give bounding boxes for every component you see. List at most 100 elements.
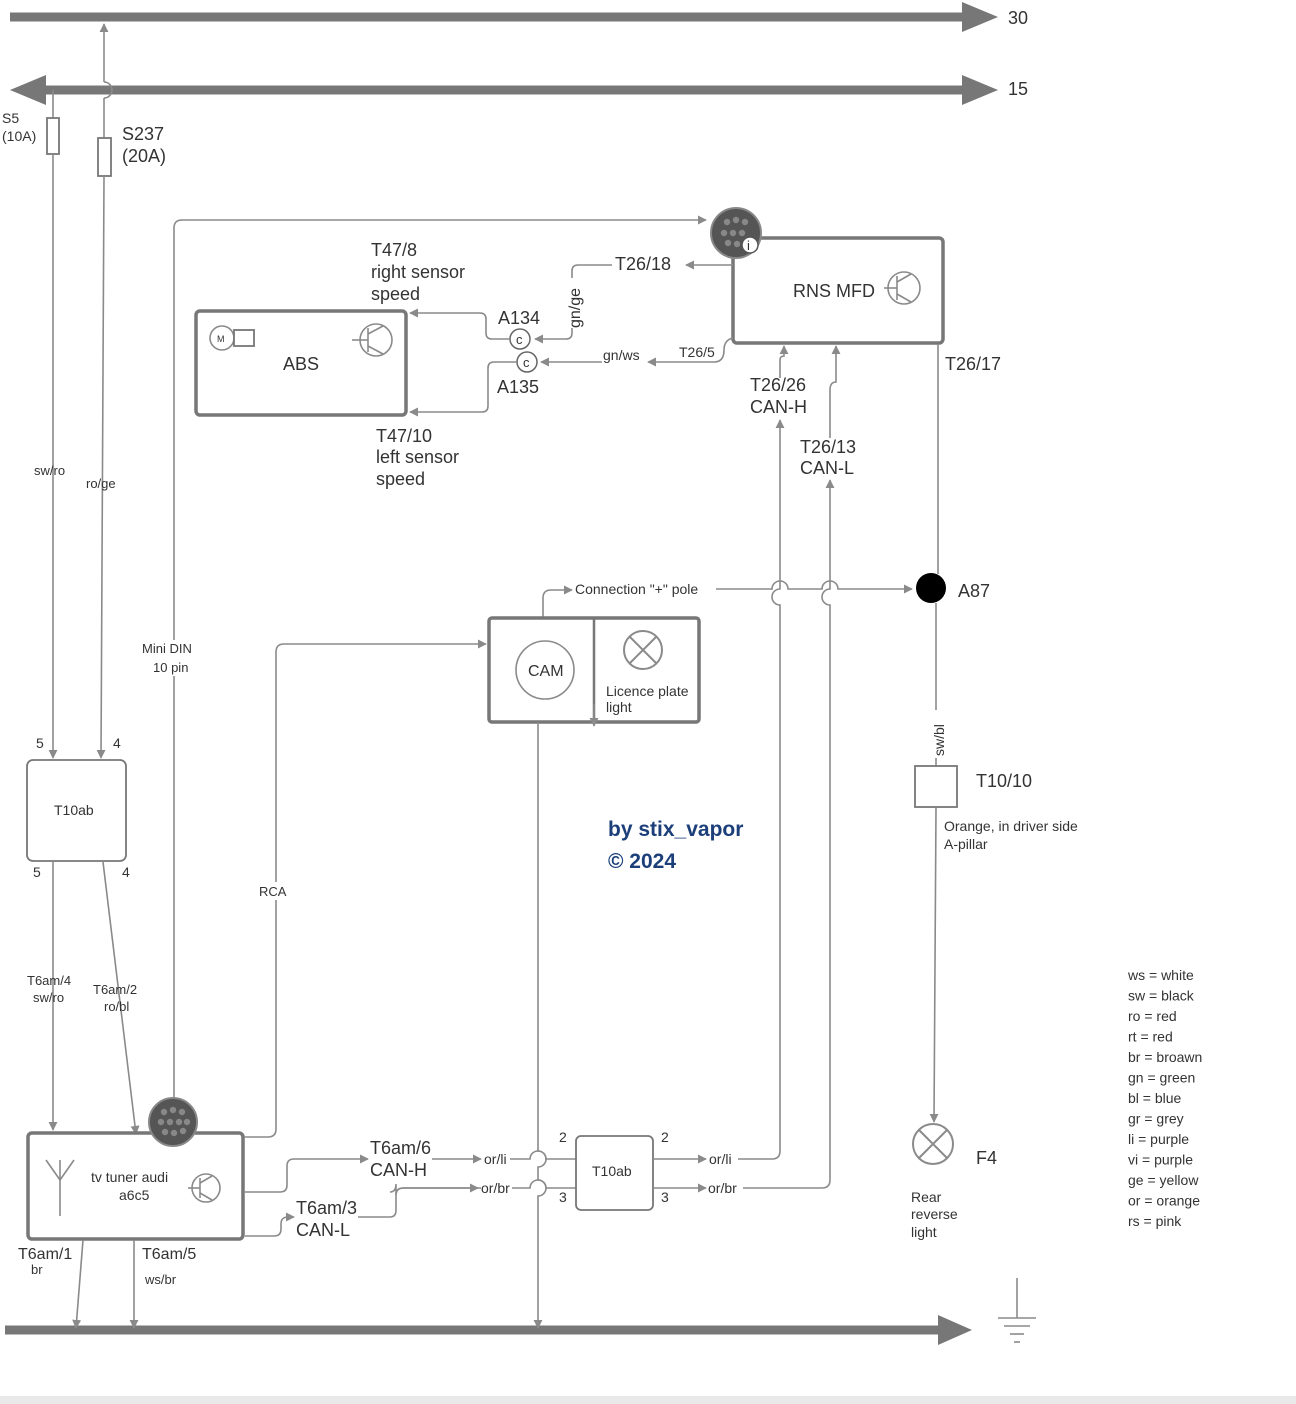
pin-5-bottom: 5 <box>33 864 41 880</box>
t10ab-mid-label: T10ab <box>592 1163 632 1179</box>
connection-plus-label: Connection "+" pole <box>575 581 698 597</box>
fuse-s5: S5 (10A) sw/ro <box>2 90 65 759</box>
abs-label: ABS <box>283 354 319 374</box>
node-a87 <box>916 573 946 603</box>
bulb-icon <box>623 630 663 670</box>
t6am-4-wire: sw/ro <box>33 990 64 1005</box>
can-h-tuner-label: CAN-H <box>370 1160 427 1180</box>
orange-note-line1: Orange, in driver side <box>944 818 1078 834</box>
wire-or-li-left: or/li <box>484 1151 507 1167</box>
pin-4-top: 4 <box>113 735 121 751</box>
licence-line2: light <box>606 699 632 715</box>
rail-30: 30 <box>10 2 1028 32</box>
wire-can-h-rns-top <box>779 345 789 378</box>
legend-entry: ro = red <box>1128 1008 1177 1024</box>
wire-can-h-tuner <box>245 1154 369 1193</box>
wire-can-h-rns <box>738 419 785 1160</box>
antenna-icon <box>45 1159 75 1216</box>
splice-a134: c A134 <box>498 308 540 350</box>
wire-or-br-left: or/br <box>481 1180 510 1196</box>
bottom-band <box>0 1396 1296 1404</box>
transistor-icon <box>188 1173 221 1203</box>
mini-din-connector-icon: i <box>710 207 762 259</box>
wire-connection-plus <box>716 580 913 594</box>
legend-entry: rs = pink <box>1128 1213 1182 1229</box>
wire-cam-ground <box>533 722 547 1329</box>
t6am-1-label: T6am/1 <box>18 1246 72 1263</box>
wire-t26-5 <box>647 337 734 367</box>
wire-t6am-2 <box>102 861 140 1135</box>
s5-name: S5 <box>2 110 19 126</box>
wire-t6am-1 <box>72 1239 84 1329</box>
tv-tuner-module: tv tuner audi a6c5 <box>26 1131 245 1241</box>
wire-or-br-right: or/br <box>708 1180 737 1196</box>
can-h-rns-label: CAN-H <box>750 397 807 417</box>
t6am-2-wire: ro/bl <box>104 999 129 1014</box>
left-speed-label: speed <box>376 469 425 489</box>
t6am-2-label: T6am/2 <box>93 982 137 997</box>
rca-label: RCA <box>259 884 287 899</box>
legend-entry: bl = blue <box>1128 1090 1182 1106</box>
t10-10-label: T10/10 <box>976 771 1032 791</box>
t6am-6-label: T6am/6 <box>370 1138 431 1158</box>
pin-3-left: 3 <box>559 1189 567 1205</box>
abs-motor-letter: M <box>217 334 225 344</box>
t10ab-left-module: T10ab 5 4 5 4 <box>26 735 130 880</box>
mini-din-connector-icon <box>148 1097 198 1147</box>
wire-gn-ws-label: gn/ws <box>603 347 640 363</box>
pin-3-right: 3 <box>661 1189 669 1205</box>
wire-can-l-rns-top <box>829 345 841 438</box>
t47-10-label: T47/10 <box>376 426 432 446</box>
legend-entry: or = orange <box>1128 1193 1200 1209</box>
t10ab-left-label: T10ab <box>54 802 94 818</box>
a87-label: A87 <box>958 581 990 601</box>
right-speed-label: speed <box>371 284 420 304</box>
t26-26-label: T26/26 <box>750 375 806 395</box>
rail-ground <box>5 1315 972 1345</box>
wire-sw-ro: sw/ro <box>34 463 65 478</box>
rns-label: RNS MFD <box>793 281 875 301</box>
mini-din-label-line2: 10 pin <box>153 660 188 675</box>
wire-can-l-rns <box>743 479 835 1189</box>
orange-note-line2: A-pillar <box>944 836 988 852</box>
s237-rating: (20A) <box>122 146 166 166</box>
t26-17-label: T26/17 <box>945 354 1001 374</box>
wire-or-br-a <box>389 1183 481 1196</box>
wire-gn-ge-label: gn/ge <box>567 288 584 328</box>
legend-entry: gr = grey <box>1128 1111 1184 1127</box>
t26-13-label: T26/13 <box>800 437 856 457</box>
bulb-icon <box>912 1123 954 1165</box>
t6am-5-wire: ws/br <box>144 1272 177 1287</box>
splice-a135: c A135 <box>497 351 539 397</box>
cam-module: CAM Licence plate light <box>487 616 701 724</box>
legend-entry: li = purple <box>1128 1131 1189 1147</box>
can-l-tuner-label: CAN-L <box>296 1220 350 1240</box>
s237-name: S237 <box>122 124 164 144</box>
a135-letter: c <box>523 355 530 370</box>
t26-18-label: T26/18 <box>615 254 671 274</box>
wire-hop-rail15 <box>103 81 113 99</box>
pin-2-right: 2 <box>661 1129 669 1145</box>
t6am-3-label: T6am/3 <box>296 1198 357 1218</box>
legend-entry: ws = white <box>1127 967 1194 983</box>
pin-2-left: 2 <box>559 1129 567 1145</box>
wire-or-li-right: or/li <box>709 1151 732 1167</box>
transistor-icon <box>352 323 393 357</box>
t6am-5-label: T6am/5 <box>142 1246 196 1263</box>
rail-15: 15 <box>10 75 1028 105</box>
legend-entry: sw = black <box>1128 988 1195 1004</box>
legend-entry: ge = yellow <box>1128 1172 1199 1188</box>
pin-4-bottom: 4 <box>122 864 130 880</box>
rear-light-line3: light <box>911 1224 937 1240</box>
t47-8-label: T47/8 <box>371 240 417 260</box>
rear-light-line2: reverse <box>911 1206 958 1222</box>
right-sensor-label: right sensor <box>371 262 465 282</box>
credit-author: by stix_vapor <box>608 818 743 841</box>
wire-connection-plus-lead <box>542 585 573 618</box>
can-l-rns-label: CAN-L <box>800 458 854 478</box>
t10ab-mid-module: T10ab 2 2 3 3 <box>559 1129 669 1211</box>
legend-entry: vi = purple <box>1128 1152 1193 1168</box>
ground-icon <box>998 1278 1036 1343</box>
